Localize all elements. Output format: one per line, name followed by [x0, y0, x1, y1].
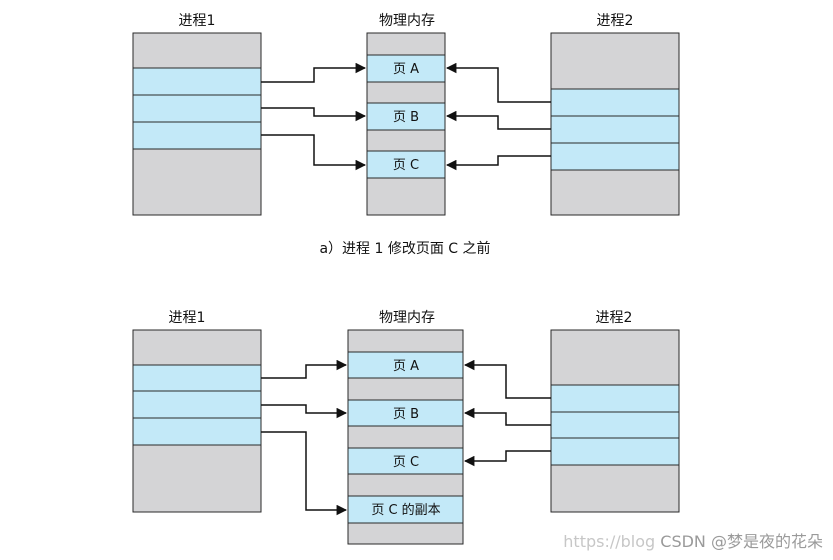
process1-label: 进程1 — [179, 13, 216, 29]
arrow-p2-to-page-c — [463, 450, 551, 467]
process1-page-table — [132, 32, 262, 216]
process2-block-gray — [550, 464, 680, 513]
process1-block-c — [132, 121, 262, 150]
process2-block-gray — [550, 32, 680, 90]
memory-block-gray — [347, 473, 464, 497]
memory-block-gray — [347, 329, 464, 353]
process2-block-b — [550, 115, 680, 144]
physical-memory: 页 A 页 B 页 C — [366, 32, 446, 216]
arrow-p1-to-page-c-copy — [261, 431, 348, 516]
process1-label: 进程1 — [169, 310, 206, 326]
memory-block-gray — [366, 32, 446, 56]
process1-block-gray — [132, 148, 262, 216]
caption-a: a）进程 1 修改页面 C 之前 — [319, 240, 490, 257]
arrow-p2-to-page-b — [463, 407, 551, 426]
arrow-p1-to-page-c — [261, 134, 367, 171]
physical-memory-label: 物理内存 — [379, 310, 435, 326]
page-b-label: 页 B — [393, 407, 419, 422]
page-c-copy-label: 页 C 的副本 — [371, 502, 440, 518]
memory-page-a — [347, 351, 464, 379]
arrow-p2-to-page-c — [445, 155, 551, 171]
page-c-label: 页 C — [393, 158, 419, 173]
arrow-p1-to-page-b — [261, 404, 348, 419]
memory-page-c — [347, 447, 464, 475]
page-c-label: 页 C — [393, 455, 419, 470]
page-a-label: 页 A — [393, 62, 419, 77]
arrow-p2-to-page-a — [463, 359, 551, 399]
arrow-p2-to-page-a — [445, 62, 551, 103]
process1-block-gray — [132, 444, 262, 513]
watermark: https://blog CSDN @梦是夜的花朵 — [563, 528, 823, 552]
memory-block-gray — [347, 377, 464, 401]
process2-block-a — [550, 384, 680, 413]
process2-label: 进程2 — [597, 13, 634, 29]
process1-block-a — [132, 364, 262, 392]
page-b-label: 页 B — [393, 110, 419, 125]
process1-block-b — [132, 390, 262, 419]
process2-block-gray — [550, 329, 680, 386]
process1-block-gray — [132, 32, 262, 69]
memory-block-gray — [347, 522, 464, 545]
process1-block-c — [132, 417, 262, 446]
process1-block-a — [132, 67, 262, 96]
process1-page-table — [132, 329, 262, 513]
process2-block-c — [550, 437, 680, 466]
process2-block-gray — [550, 169, 680, 216]
arrow-p1-to-page-a — [261, 62, 367, 83]
memory-block-gray — [366, 129, 446, 152]
arrow-p1-to-page-a — [261, 359, 348, 379]
process2-block-c — [550, 142, 680, 171]
memory-page-a — [366, 54, 446, 83]
page-a-label: 页 A — [393, 359, 419, 374]
memory-block-gray — [366, 177, 446, 216]
process1-block-gray — [132, 329, 262, 366]
memory-block-gray — [347, 425, 464, 449]
physical-memory-label: 物理内存 — [379, 13, 435, 29]
memory-page-b — [366, 102, 446, 131]
process2-page-table — [550, 329, 680, 513]
process2-block-b — [550, 411, 680, 439]
process2-page-table — [550, 32, 680, 216]
memory-block-gray — [366, 81, 446, 104]
process2-block-a — [550, 88, 680, 117]
watermark-brand: CSDN @梦是夜的花朵 — [660, 532, 823, 551]
physical-memory: 页 A 页 B 页 C 页 C 的副本 — [347, 329, 464, 545]
diagram-b: 进程1 物理内存 进程2 页 A 页 B 页 C 页 C 的副本 — [132, 310, 680, 545]
arrow-p1-to-page-b — [261, 107, 367, 122]
diagram-a: 进程1 物理内存 进程2 页 A 页 B 页 C — [132, 13, 680, 257]
process1-block-b — [132, 94, 262, 123]
watermark-url: https://blog — [563, 532, 656, 551]
process2-label: 进程2 — [596, 310, 633, 326]
arrow-p2-to-page-b — [445, 110, 551, 130]
